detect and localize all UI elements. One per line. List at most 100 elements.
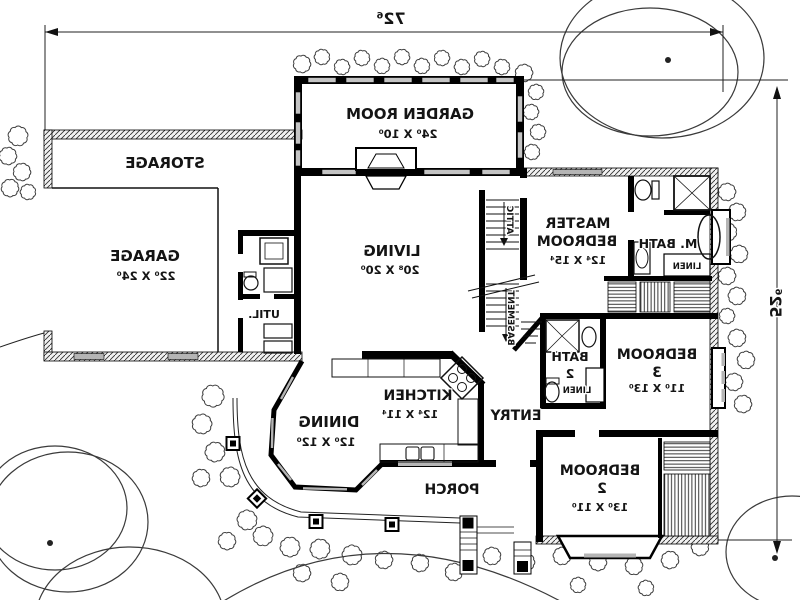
closets bbox=[585, 253, 711, 537]
shrub bbox=[201, 384, 225, 408]
shrub bbox=[252, 525, 274, 547]
fireplace bbox=[355, 147, 417, 190]
shrub bbox=[733, 394, 753, 414]
room-label-kitchen: KITCHEN bbox=[384, 388, 453, 404]
windows bbox=[73, 169, 603, 360]
shrub bbox=[19, 183, 37, 201]
room-label-master-1: MASTER bbox=[545, 216, 610, 232]
shrub bbox=[727, 202, 747, 222]
shrub bbox=[717, 266, 737, 286]
shrub bbox=[12, 162, 32, 182]
driveway-edge bbox=[0, 332, 45, 348]
bath2-fixtures bbox=[544, 319, 597, 403]
shrub bbox=[0, 178, 20, 198]
shrub bbox=[191, 413, 213, 435]
room-size-living: 20⁸ X 20⁰ bbox=[361, 263, 420, 277]
shrub bbox=[373, 57, 391, 75]
room-label-garage: GARAGE bbox=[110, 247, 180, 265]
shrub bbox=[569, 576, 587, 594]
shrub bbox=[493, 58, 511, 76]
room-label-garden-room: GARDEN ROOM bbox=[346, 105, 474, 123]
shrub bbox=[292, 563, 312, 583]
shrub bbox=[717, 182, 737, 202]
shrub bbox=[341, 544, 363, 566]
room-label-master-2: BEDROOM bbox=[537, 234, 617, 250]
shrub bbox=[333, 58, 351, 76]
shrub bbox=[527, 83, 545, 101]
shrub bbox=[453, 58, 471, 76]
porch-colonnade bbox=[225, 397, 532, 575]
shrub bbox=[718, 307, 736, 325]
shrub bbox=[637, 579, 655, 597]
room-label-bedroom2-2: 2 bbox=[597, 481, 607, 497]
shrub bbox=[729, 244, 749, 264]
room-size-kitchen: 12⁴ X 11⁴ bbox=[382, 408, 439, 421]
room-label-living: LIVING bbox=[363, 242, 420, 260]
tree-bottom-right bbox=[725, 495, 800, 600]
shrub bbox=[514, 63, 534, 83]
shrub bbox=[727, 286, 747, 306]
room-label-storage: STORAGE bbox=[125, 154, 205, 172]
kitchen-fixtures bbox=[331, 355, 485, 463]
shrub bbox=[482, 546, 502, 566]
shrub bbox=[433, 49, 451, 67]
dimension-height-label: 52⁶ bbox=[766, 288, 785, 317]
room-size-bedroom2: 13⁰ X 11⁰ bbox=[572, 501, 629, 514]
room-size-garage: 22⁰ X 24⁰ bbox=[117, 269, 176, 283]
room-size-dining: 12⁰ X 12⁰ bbox=[297, 435, 356, 449]
shrub bbox=[529, 123, 547, 141]
room-size-bedroom3: 11⁰ X 13⁰ bbox=[629, 382, 686, 395]
garden-room-walls bbox=[294, 76, 524, 176]
attic-arrow bbox=[500, 238, 508, 246]
room-label-basement-stairs: BASEMENT bbox=[505, 290, 515, 346]
shrub bbox=[413, 57, 431, 75]
basement-arrow bbox=[502, 334, 510, 342]
bedroom3-window-bay bbox=[711, 347, 726, 409]
room-label-bedroom3-2: 3 bbox=[652, 365, 662, 381]
room-label-utility: UTIL. bbox=[248, 308, 280, 321]
shrub bbox=[191, 468, 211, 488]
shrub bbox=[0, 146, 18, 166]
shrub bbox=[374, 550, 394, 570]
room-label-bath2-linen: LINEN bbox=[563, 386, 592, 396]
dining-bay-windows bbox=[270, 376, 378, 491]
room-size-master: 12⁴ X 15⁴ bbox=[550, 254, 607, 267]
room-label-attic-stairs: ATTIC bbox=[504, 205, 514, 234]
room-size-garden-room: 24⁰ X 10⁰ bbox=[379, 127, 438, 141]
shrub bbox=[292, 54, 312, 74]
tree-bottom-left bbox=[0, 445, 560, 600]
shrub bbox=[410, 553, 429, 573]
master-tub-bay bbox=[711, 209, 731, 265]
master-bath-fixtures bbox=[633, 175, 721, 275]
staircase bbox=[467, 199, 542, 344]
shrub bbox=[7, 125, 29, 147]
bedroom2-window-bay bbox=[555, 534, 665, 560]
dimension-height: 52⁶ bbox=[523, 79, 792, 554]
shrub bbox=[473, 50, 491, 68]
powder-room-fixtures bbox=[243, 237, 293, 293]
shrub bbox=[236, 509, 258, 531]
room-label-bath2-2: 2 bbox=[566, 366, 575, 381]
shrub bbox=[660, 550, 680, 570]
tree-top-right bbox=[559, 0, 765, 139]
shrub bbox=[217, 531, 237, 551]
shrub bbox=[523, 143, 541, 161]
interior-walls bbox=[238, 168, 718, 542]
shrub bbox=[353, 49, 371, 67]
dimension-width-label: 72⁶ bbox=[376, 9, 405, 28]
shrub bbox=[219, 466, 241, 488]
shrub bbox=[279, 536, 301, 558]
shrub bbox=[309, 538, 331, 560]
room-label-master-bath: M. BATH bbox=[639, 236, 698, 251]
room-label-dining: DINING bbox=[298, 413, 359, 431]
shrubs bbox=[0, 48, 756, 597]
room-label-bedroom3-1: BEDROOM bbox=[617, 347, 697, 363]
shrub bbox=[727, 328, 747, 348]
room-label-porch: PORCH bbox=[425, 482, 480, 498]
room-labels: STORAGE GARAGE 22⁰ X 24⁰ GARDEN ROOM 24⁰… bbox=[109, 104, 703, 516]
shrub bbox=[313, 48, 331, 66]
room-label-entry: ENTRY bbox=[490, 408, 542, 424]
shrub bbox=[736, 350, 756, 370]
shrub bbox=[204, 441, 226, 463]
